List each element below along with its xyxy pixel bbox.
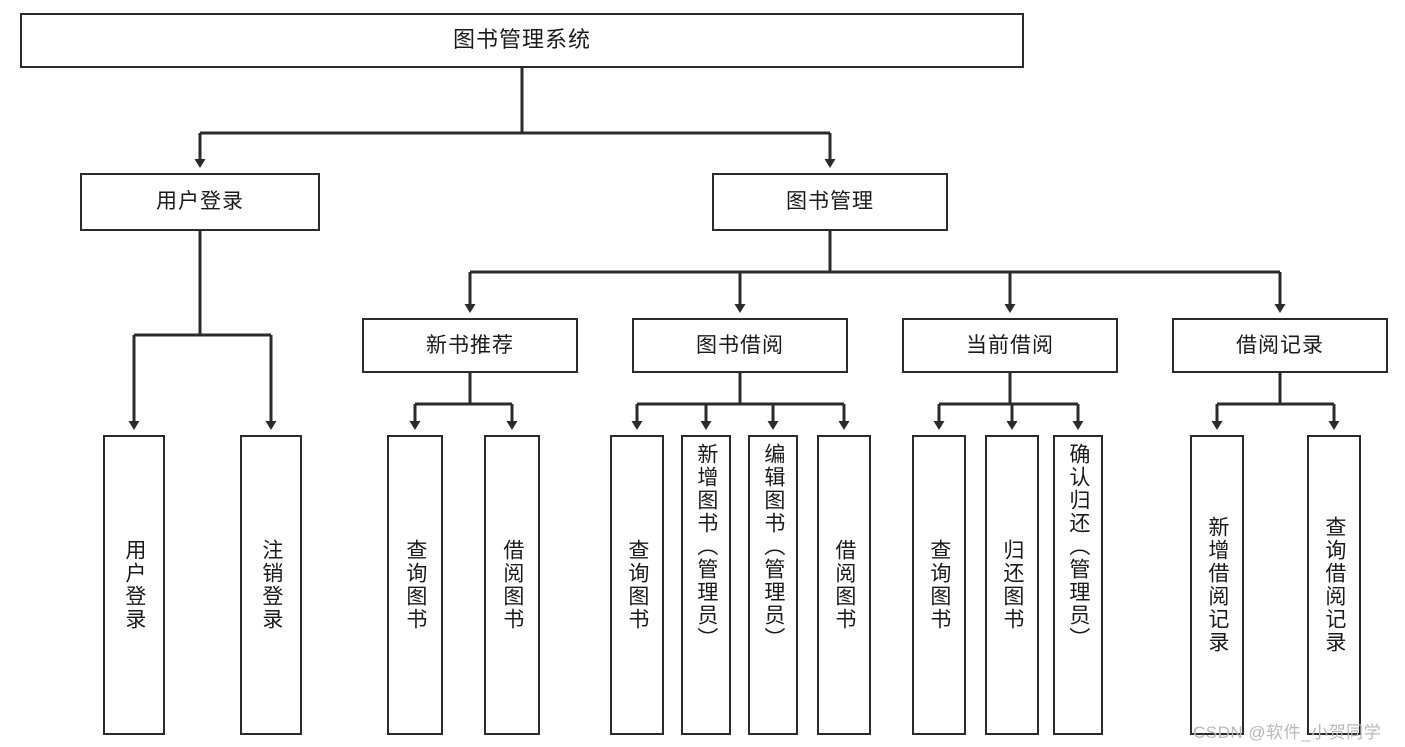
node-root-label: 图书管理系统 <box>452 27 591 53</box>
node-leaf-confirm-return-admin-label: 确认归还（管理员） <box>1066 443 1090 650</box>
node-new-book-recommend-label: 新书推荐 <box>426 333 514 357</box>
node-leaf-user-login[interactable]: 用户登录 <box>103 435 165 735</box>
node-borrow-record-label: 借阅记录 <box>1236 333 1324 357</box>
node-leaf-add-borrow-record[interactable]: 新增借阅记录 <box>1190 435 1244 735</box>
node-leaf-query-book-3[interactable]: 查询图书 <box>912 435 966 735</box>
node-new-book-recommend[interactable]: 新书推荐 <box>362 318 578 373</box>
node-leaf-return-book[interactable]: 归还图书 <box>985 435 1039 735</box>
node-user-login-label: 用户登录 <box>156 190 244 214</box>
node-leaf-query-borrow-record[interactable]: 查询借阅记录 <box>1307 435 1361 735</box>
node-leaf-user-logout-label: 注销登录 <box>259 539 283 631</box>
node-leaf-edit-book-admin[interactable]: 编辑图书（管理员） <box>748 435 798 735</box>
node-leaf-return-book-label: 归还图书 <box>1000 539 1024 631</box>
node-root[interactable]: 图书管理系统 <box>20 13 1024 68</box>
node-leaf-query-book-2-label: 查询图书 <box>625 539 649 631</box>
node-leaf-borrow-book-2-label: 借阅图书 <box>832 539 856 631</box>
node-leaf-query-book-3-label: 查询图书 <box>927 539 951 631</box>
node-leaf-borrow-book-1[interactable]: 借阅图书 <box>484 435 540 735</box>
node-book-borrow[interactable]: 图书借阅 <box>632 318 848 373</box>
node-current-borrow[interactable]: 当前借阅 <box>902 318 1118 373</box>
node-leaf-query-book-1-label: 查询图书 <box>403 539 427 631</box>
node-leaf-borrow-book-2[interactable]: 借阅图书 <box>817 435 871 735</box>
node-leaf-borrow-book-1-label: 借阅图书 <box>500 539 524 631</box>
watermark: CSDN @软件_小贺同学 <box>1193 723 1382 742</box>
node-leaf-user-login-label: 用户登录 <box>122 539 146 631</box>
node-leaf-query-book-1[interactable]: 查询图书 <box>387 435 443 735</box>
node-leaf-edit-book-admin-label: 编辑图书（管理员） <box>761 443 785 650</box>
node-book-manage-label: 图书管理 <box>786 190 874 214</box>
node-user-login[interactable]: 用户登录 <box>80 173 320 231</box>
node-leaf-add-borrow-record-label: 新增借阅记录 <box>1205 516 1229 654</box>
node-leaf-confirm-return-admin[interactable]: 确认归还（管理员） <box>1053 435 1103 735</box>
node-leaf-add-book-admin-label: 新增图书（管理员） <box>694 443 718 650</box>
node-leaf-add-book-admin[interactable]: 新增图书（管理员） <box>681 435 731 735</box>
node-borrow-record[interactable]: 借阅记录 <box>1172 318 1388 373</box>
node-leaf-query-borrow-record-label: 查询借阅记录 <box>1322 516 1346 654</box>
node-leaf-query-book-2[interactable]: 查询图书 <box>610 435 664 735</box>
node-book-borrow-label: 图书借阅 <box>696 333 784 357</box>
node-book-manage[interactable]: 图书管理 <box>712 173 948 231</box>
node-leaf-user-logout[interactable]: 注销登录 <box>240 435 302 735</box>
node-current-borrow-label: 当前借阅 <box>966 333 1054 357</box>
